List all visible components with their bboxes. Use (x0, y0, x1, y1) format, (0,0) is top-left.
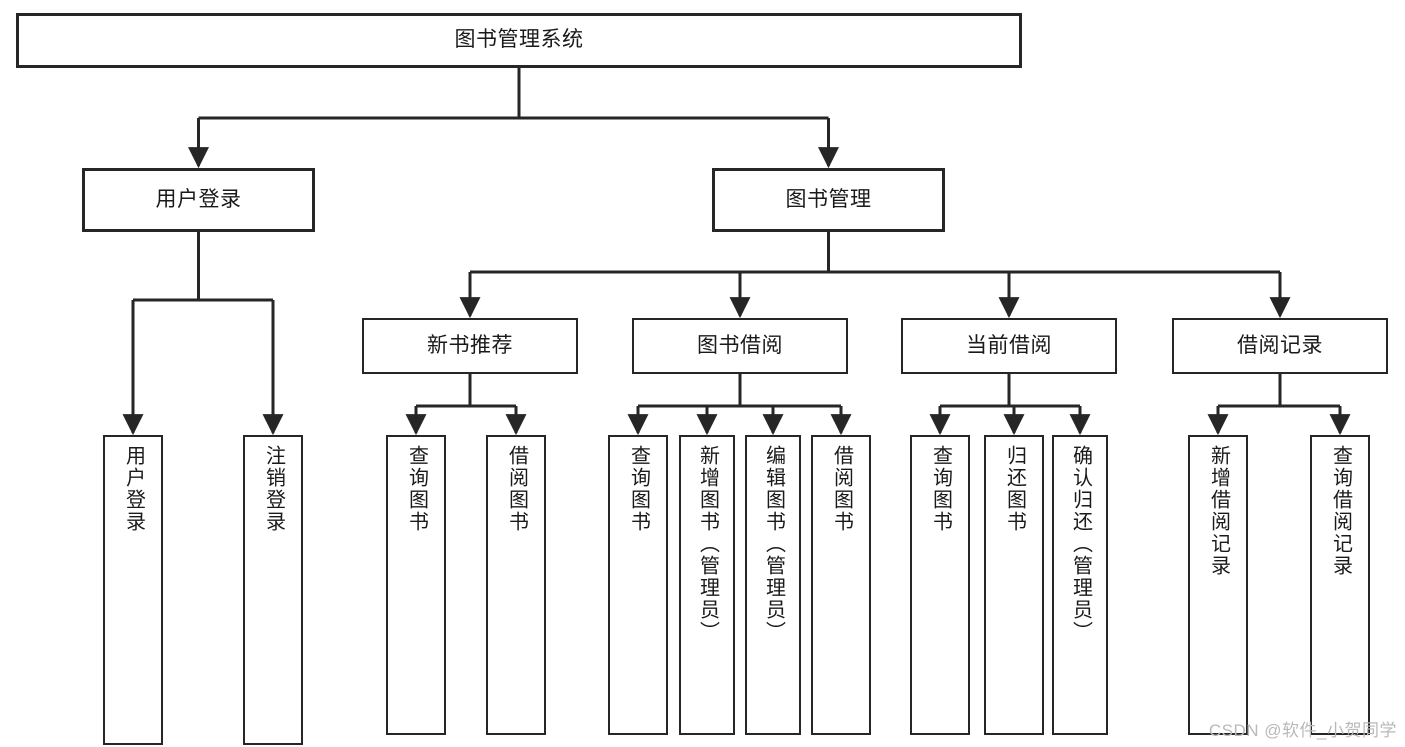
node-label-l-return: 归还图书 (1003, 445, 1026, 533)
node-borrow: 图书借阅 (632, 318, 848, 374)
node-l-query2: 查询图书 (608, 435, 668, 735)
node-label-l-query2: 查询图书 (627, 445, 650, 533)
node-label-l-borrow2: 借阅图书 (830, 445, 853, 533)
node-label-bookmgmt: 图书管理 (785, 187, 872, 211)
node-current: 当前借阅 (901, 318, 1117, 374)
node-l-login: 用户登录 (103, 435, 163, 745)
node-l-add: 新增图书（管理员） (679, 435, 735, 735)
node-label-l-borrow1: 借阅图书 (505, 445, 528, 533)
node-l-addrec: 新增借阅记录 (1188, 435, 1248, 735)
node-label-l-edit: 编辑图书（管理员） (762, 445, 785, 643)
node-l-qryrec: 查询借阅记录 (1310, 435, 1370, 735)
node-label-l-query1: 查询图书 (405, 445, 428, 533)
node-l-confirm: 确认归还（管理员） (1052, 435, 1108, 735)
node-label-l-logout: 注销登录 (262, 445, 285, 533)
node-l-edit: 编辑图书（管理员） (745, 435, 801, 735)
node-records: 借阅记录 (1172, 318, 1388, 374)
node-label-borrow: 图书借阅 (697, 333, 783, 357)
node-label-login: 用户登录 (155, 187, 242, 211)
node-l-return: 归还图书 (984, 435, 1044, 735)
node-l-borrow1: 借阅图书 (486, 435, 546, 735)
node-label-l-query3: 查询图书 (929, 445, 952, 533)
node-l-query1: 查询图书 (386, 435, 446, 735)
node-label-records: 借阅记录 (1237, 333, 1323, 357)
node-label-l-add: 新增图书（管理员） (696, 445, 719, 643)
node-newbook: 新书推荐 (362, 318, 578, 374)
node-label-l-login: 用户登录 (122, 445, 145, 533)
node-l-logout: 注销登录 (243, 435, 303, 745)
node-l-query3: 查询图书 (910, 435, 970, 735)
node-login: 用户登录 (82, 168, 315, 232)
node-label-l-addrec: 新增借阅记录 (1207, 445, 1230, 577)
node-label-l-qryrec: 查询借阅记录 (1329, 445, 1352, 577)
node-label-root: 图书管理系统 (454, 28, 584, 52)
node-root: 图书管理系统 (16, 13, 1022, 68)
node-label-current: 当前借阅 (966, 333, 1052, 357)
node-label-newbook: 新书推荐 (427, 333, 513, 357)
node-l-borrow2: 借阅图书 (811, 435, 871, 735)
node-bookmgmt: 图书管理 (712, 168, 945, 232)
node-label-l-confirm: 确认归还（管理员） (1069, 445, 1092, 643)
